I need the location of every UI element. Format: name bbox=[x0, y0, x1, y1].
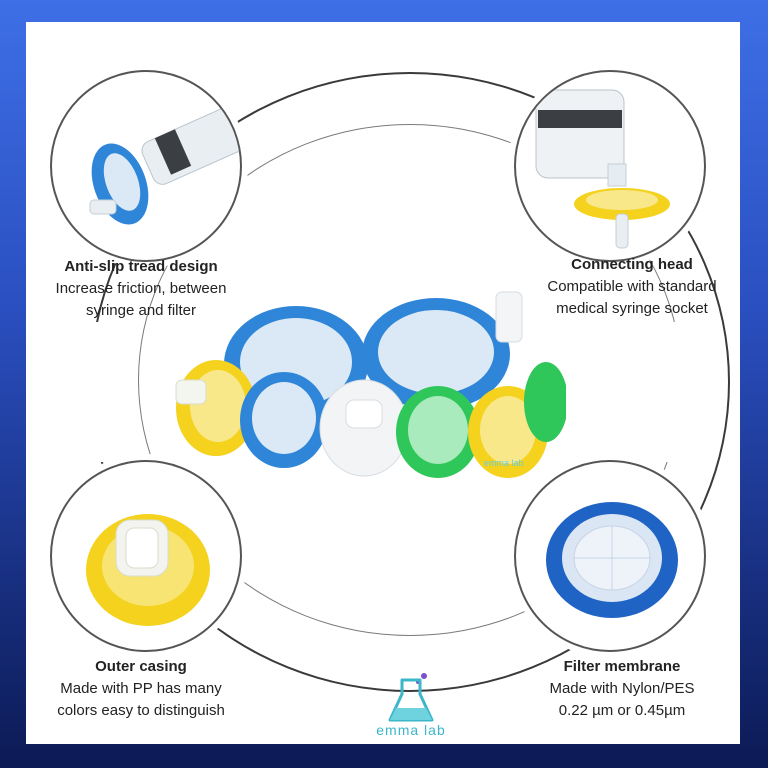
caption-outer-casing: Outer casing Made with PP has many color… bbox=[26, 656, 256, 722]
ring-gap-left bbox=[56, 322, 126, 462]
caption-line: Made with PP has many bbox=[60, 680, 222, 697]
caption-line: syringe and filter bbox=[85, 302, 197, 319]
watermark-brand: emma lab bbox=[484, 458, 524, 468]
bubble-outer-casing bbox=[50, 460, 242, 652]
bubble-filter-membrane bbox=[514, 460, 706, 652]
connecting-head-illustration bbox=[535, 89, 670, 249]
caption-line: Increase friction, between bbox=[55, 280, 227, 297]
filter-green-back bbox=[524, 362, 566, 442]
caption-title: Anti-slip tread design bbox=[64, 258, 218, 275]
caption-line: Compatible with standard bbox=[547, 278, 717, 295]
center-filters-group bbox=[175, 291, 566, 478]
caption-anti-slip: Anti-slip tread design Increase friction… bbox=[26, 256, 256, 322]
filter-membrane-illustration bbox=[546, 502, 678, 618]
caption-line: Made with Nylon/PES bbox=[549, 680, 695, 697]
caption-title: Connecting head bbox=[571, 256, 693, 273]
brand-logo: emma lab bbox=[366, 670, 456, 738]
outer-casing-illustration bbox=[86, 514, 210, 626]
anti-slip-illustration bbox=[89, 103, 240, 225]
bubble-connecting-head bbox=[514, 70, 706, 262]
product-card: emma lab Anti-slip tread design Increase… bbox=[26, 22, 740, 744]
caption-line: colors easy to distinguish bbox=[57, 702, 225, 719]
bubble-anti-slip bbox=[50, 70, 242, 262]
caption-connecting-head: Connecting head Compatible with standard… bbox=[522, 254, 742, 320]
caption-filter-membrane: Filter membrane Made with Nylon/PES 0.22… bbox=[512, 656, 732, 722]
ring-gap-right bbox=[640, 322, 710, 462]
caption-title: Filter membrane bbox=[563, 658, 681, 675]
caption-line: 0.22 µm or 0.45µm bbox=[558, 702, 686, 719]
brand-name: emma lab bbox=[376, 722, 446, 738]
caption-line: medical syringe socket bbox=[556, 300, 708, 317]
flask-icon bbox=[388, 673, 434, 722]
caption-title: Outer casing bbox=[95, 658, 187, 675]
